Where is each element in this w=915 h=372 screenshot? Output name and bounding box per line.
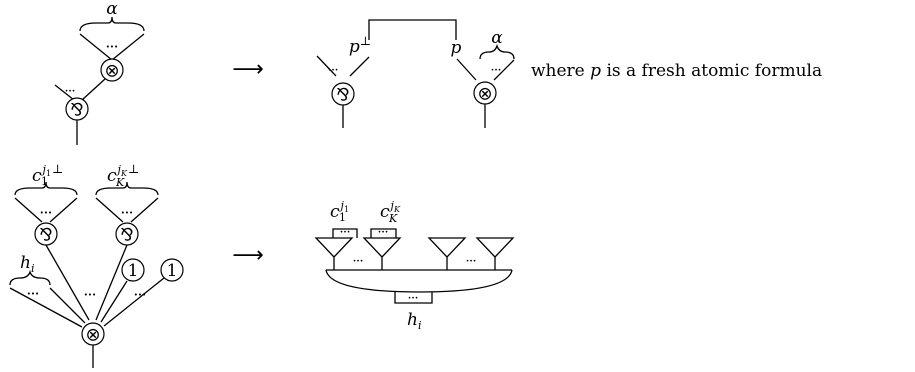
cK-label: cjK: [380, 199, 401, 222]
h-i-label: hi: [407, 310, 421, 332]
cK-perp-label: cjK⊥: [107, 162, 139, 186]
dots: •••: [491, 67, 502, 74]
cK-brace: [95, 181, 159, 196]
h-i-ports: [394, 292, 433, 304]
par-icon: ⅋: [39, 226, 52, 246]
one-node: [160, 258, 184, 282]
svg-text:K: K: [388, 212, 398, 225]
dots: •••: [106, 43, 118, 51]
one-node: [121, 258, 145, 282]
c1-perp-label: cj1⊥: [32, 162, 63, 186]
alpha-label: α: [106, 0, 118, 19]
dots: •••: [65, 88, 76, 95]
rule1-rhs: p⊥ p ••• ⅋ α ••• ⊗: [316, 19, 515, 128]
bottom-connector: [325, 269, 513, 293]
tree-triangle: [475, 237, 515, 258]
dots: •••: [328, 67, 339, 74]
par-icon: ⅋: [120, 226, 133, 246]
alpha-brace: [479, 43, 515, 60]
dots: •••: [84, 291, 96, 299]
rewrite-arrow-icon: ⟶: [232, 243, 264, 268]
rule2-rhs: cj1 1 cjK K ••• ••• ••• ••• ••• hi: [314, 199, 515, 332]
tensor-icon: ⊗: [477, 84, 492, 105]
alpha-brace: [79, 16, 145, 32]
dots: •••: [121, 209, 133, 217]
rule1-lhs: α ••• ⊗ ••• ⅋: [54, 0, 145, 145]
h-i-brace: [9, 269, 51, 286]
p-perp-label: p⊥: [349, 34, 371, 57]
one-icon: 1: [128, 261, 139, 281]
tree-triangle: [427, 237, 467, 258]
tensor-icon: ⊗: [104, 61, 119, 82]
dots: •••: [40, 209, 52, 217]
fresh-atom-caption: where p is a fresh atomic formula: [531, 61, 822, 81]
tensor-icon: ⊗: [85, 325, 100, 346]
dots: •••: [134, 291, 146, 299]
svg-text:K: K: [115, 176, 125, 189]
svg-text:1: 1: [41, 175, 48, 188]
axiom-link: [368, 19, 457, 40]
svg-text:1: 1: [339, 211, 346, 224]
tree-triangle: [362, 237, 402, 258]
c1-label: cj1: [330, 199, 349, 222]
dots: •••: [408, 295, 419, 302]
rule2-lhs: cj1⊥ 1 cjK⊥ K ••• ⅋ ••• ⅋ hi ••• 1 1 •••: [9, 162, 184, 368]
p-label: p: [451, 38, 462, 58]
dots: •••: [353, 258, 364, 265]
tree-triangle: [314, 237, 354, 258]
c1-brace: [14, 181, 78, 196]
par-icon: ⅋: [336, 86, 349, 106]
par-icon: ⅋: [70, 101, 83, 121]
dots: •••: [378, 229, 389, 236]
alpha-label: α: [491, 28, 503, 48]
h-i-label: hi: [20, 253, 34, 275]
link-bracket: [370, 228, 397, 238]
dots: •••: [466, 258, 477, 265]
dots: •••: [27, 290, 39, 298]
rewrite-arrow-icon: ⟶: [232, 57, 264, 82]
tensor-node: [100, 58, 124, 82]
link-bracket: [332, 228, 358, 238]
one-icon: 1: [167, 261, 178, 281]
dots: •••: [340, 229, 351, 236]
